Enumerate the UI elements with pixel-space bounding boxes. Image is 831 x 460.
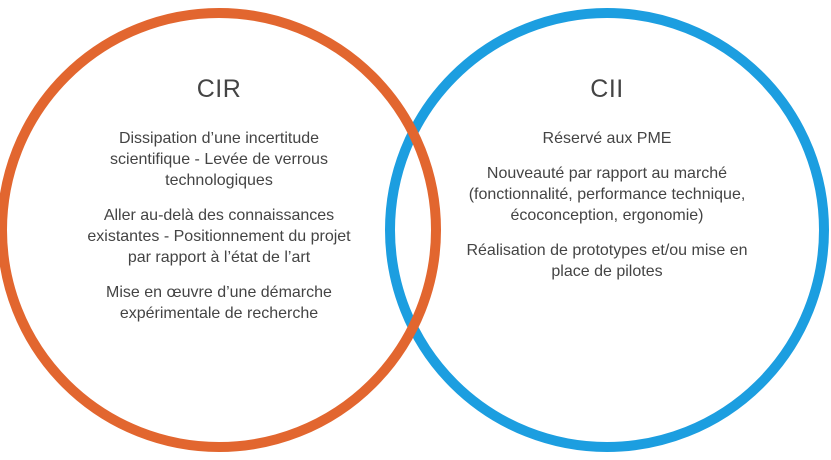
cii-item-2: Nouveauté par rapport au marché (fonctio…	[468, 165, 746, 224]
cir-title: CIR	[196, 75, 242, 103]
cir-content: Dissipation d’une incertitude scientifiq…	[79, 128, 359, 338]
cii-item-1: Réservé aux PME	[542, 130, 672, 147]
cii-item-3: Réalisation de prototypes et/ou mise en …	[466, 242, 748, 280]
cir-item-1: Dissipation d’une incertitude scientifiq…	[110, 130, 328, 189]
cii-title: CII	[590, 75, 624, 103]
cir-item-3: Mise en œuvre d’une démarche expérimenta…	[106, 284, 332, 322]
cii-content: Réservé aux PME Nouveauté par rapport au…	[447, 128, 767, 296]
cir-circle	[0, 8, 441, 452]
cii-circle	[385, 8, 829, 452]
cir-item-2: Aller au-delà des connaissances existant…	[87, 207, 351, 266]
